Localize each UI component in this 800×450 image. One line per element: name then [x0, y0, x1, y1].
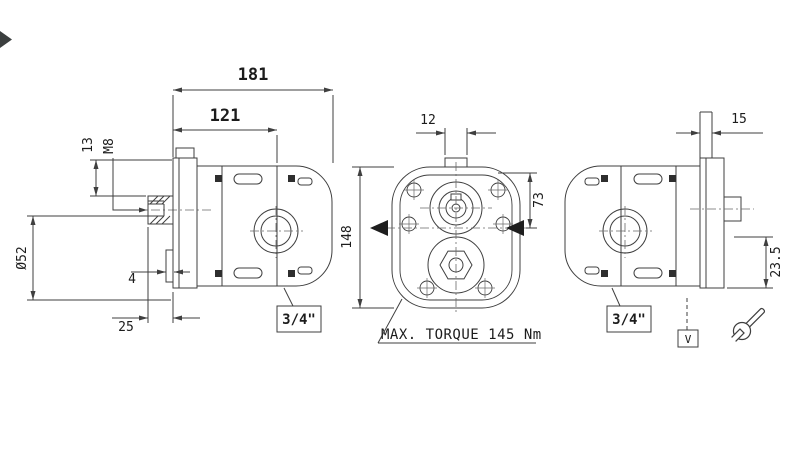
bolt-head	[669, 175, 676, 182]
right-dimensions	[606, 130, 773, 348]
rear-flange	[690, 111, 754, 289]
bolt-head	[669, 270, 676, 277]
dim-label-181: 181	[238, 65, 269, 85]
torque-note: MAX. TORQUE 145 Nm	[381, 327, 542, 343]
port-label-left: 3/4"	[282, 312, 316, 328]
port-label-right: 3/4"	[612, 312, 646, 328]
corner-mark	[0, 31, 12, 48]
dim-label-4: 4	[128, 272, 136, 287]
pump-body-left	[196, 165, 333, 287]
front-view	[352, 128, 537, 344]
dim-label-12: 12	[420, 113, 436, 128]
front-dimensions	[352, 128, 537, 344]
wrench-icon	[731, 307, 766, 342]
dim-label-dia52: Ø52	[15, 246, 30, 269]
port-callout-left	[276, 305, 322, 333]
pump-body-right	[564, 165, 701, 287]
dim-label-23-5: 23.5	[769, 246, 784, 277]
left-dimensions	[27, 87, 334, 333]
left-side-view	[27, 87, 334, 333]
bolt-head	[215, 175, 222, 182]
mounting-flange	[165, 147, 198, 289]
bolt-head	[288, 175, 295, 182]
right-side-view	[564, 111, 773, 348]
shaft-section	[147, 195, 174, 225]
dim-label-13: 13	[81, 137, 96, 153]
dim-label-25: 25	[118, 320, 134, 335]
valve-label: V	[685, 333, 692, 346]
hex-plug	[439, 250, 473, 280]
bolt-head	[288, 270, 295, 277]
flow-arrow-right	[506, 220, 524, 236]
bolt-head	[601, 175, 608, 182]
flow-arrow-left	[370, 220, 388, 236]
dim-label-73: 73	[532, 192, 547, 208]
thread-label-m8: M8	[102, 138, 117, 154]
valve-callout-box	[677, 329, 699, 348]
port-callout-right	[606, 305, 652, 333]
dim-label-15: 15	[731, 112, 747, 127]
dim-label-121: 121	[210, 106, 241, 126]
dim-label-148: 148	[340, 225, 355, 248]
bolt-head	[215, 270, 222, 277]
bolt-head	[601, 270, 608, 277]
bolt-holes	[399, 180, 513, 298]
